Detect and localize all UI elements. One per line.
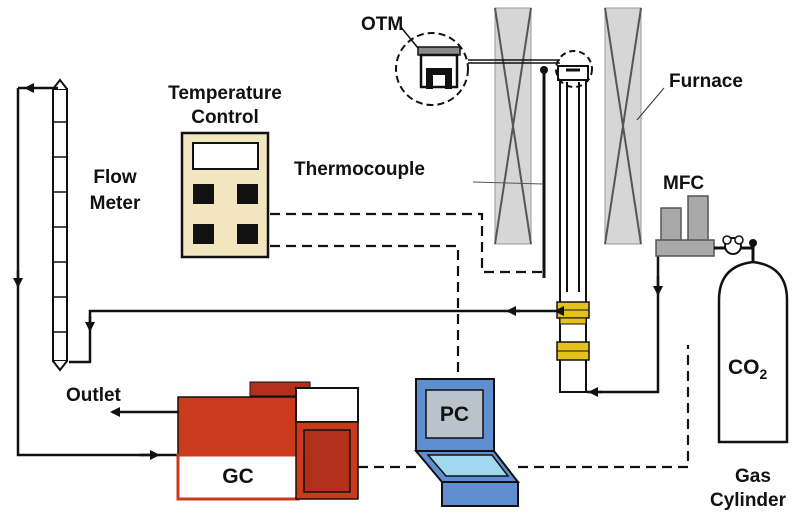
co2-main-text: CO — [728, 356, 760, 379]
furnace-label: Furnace — [669, 71, 743, 92]
flow-lines — [13, 83, 663, 460]
temperature-controller — [180, 131, 270, 259]
flow-meter-label-line2: Meter — [89, 193, 141, 214]
otm-label: OTM — [361, 14, 404, 35]
co2-subscript: 2 — [759, 366, 768, 382]
mfc-label: MFC — [663, 173, 705, 194]
flow-meter — [52, 78, 68, 372]
signal-lines — [270, 212, 690, 469]
thermocouple — [472, 66, 548, 278]
furnace — [494, 7, 642, 245]
gas-cylinder — [717, 246, 789, 444]
temperature-control-label-line1: Temperature — [168, 83, 282, 104]
mass-flow-controller — [655, 195, 757, 257]
temperature-control-label-line2: Control — [191, 107, 259, 128]
co2-label: CO2 — [728, 357, 767, 385]
outlet-label: Outlet — [66, 385, 121, 406]
flow-meter-label-line1: Flow — [93, 167, 137, 188]
thermocouple-label: Thermocouple — [294, 159, 425, 180]
pc-label: PC — [439, 403, 470, 426]
gc-label: GC — [222, 465, 254, 488]
furnace-pointer — [636, 87, 665, 121]
gas-cylinder-label-line1: Gas — [735, 466, 771, 487]
pc — [413, 378, 521, 507]
otm-zoom — [395, 25, 593, 106]
gas-cylinder-label-line2: Cylinder — [709, 490, 787, 511]
reactor-tube — [556, 65, 590, 393]
gas-chromatograph — [176, 381, 359, 501]
